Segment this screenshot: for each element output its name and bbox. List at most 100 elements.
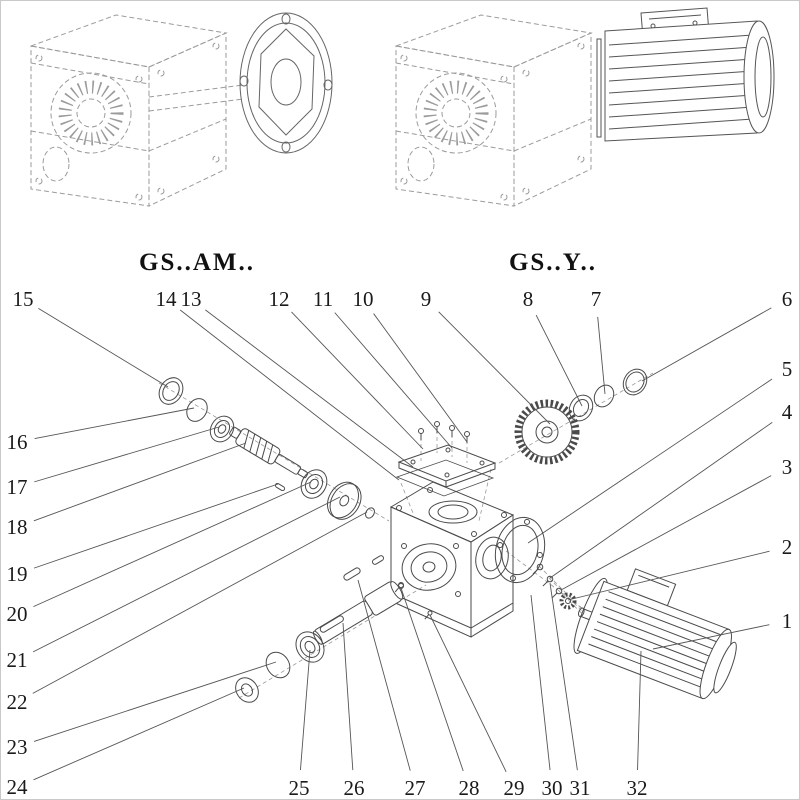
callout-number-14: 14 xyxy=(156,287,178,311)
variant-label-gs-y: GS..Y.. xyxy=(508,249,598,276)
callout-leader-8 xyxy=(535,314,583,407)
callout-number-30: 30 xyxy=(542,776,563,800)
callout-number-10: 10 xyxy=(353,287,374,311)
shaft-key xyxy=(343,567,361,581)
callout-leader-20 xyxy=(33,481,312,608)
callout-number-21: 21 xyxy=(7,648,28,672)
callout-number-3: 3 xyxy=(782,455,793,479)
callout-number-27: 27 xyxy=(405,776,426,800)
callout-leader-24 xyxy=(33,687,245,781)
exploded-assembly xyxy=(158,368,737,703)
callout-number-28: 28 xyxy=(459,776,480,800)
callout-leader-14 xyxy=(179,309,400,481)
key-pin xyxy=(274,482,286,492)
callout-number-19: 19 xyxy=(7,562,28,586)
shim-washer xyxy=(327,481,362,520)
input-boss-hatch xyxy=(423,80,489,146)
callout-number-1: 1 xyxy=(782,609,793,633)
callout-leader-26 xyxy=(342,622,354,771)
bearing-output xyxy=(295,631,325,663)
gearbox-drawing-gs-am xyxy=(29,12,333,207)
motor xyxy=(573,568,737,700)
cover-screws xyxy=(418,421,470,443)
motor-bolts xyxy=(532,563,563,599)
bearing-gear xyxy=(568,394,594,422)
cover-gasket xyxy=(395,459,495,497)
callout-leader-7 xyxy=(597,316,606,395)
callout-number-32: 32 xyxy=(627,776,648,800)
circlip-output xyxy=(265,651,291,679)
callout-leader-9 xyxy=(438,311,551,425)
bearing-input-rear xyxy=(300,469,328,499)
callout-leader-28 xyxy=(400,587,464,772)
callout-number-29: 29 xyxy=(504,776,525,800)
callout-number-22: 22 xyxy=(7,690,28,714)
circlip-gear xyxy=(593,384,615,408)
mounting-flange xyxy=(239,12,333,154)
motor-pinion xyxy=(559,592,577,610)
housing-screw-a xyxy=(394,582,404,593)
callout-leader-21 xyxy=(32,496,341,653)
callout-leader-17 xyxy=(34,426,220,483)
callout-number-24: 24 xyxy=(7,775,29,799)
callout-number-8: 8 xyxy=(523,287,534,311)
callout-number-7: 7 xyxy=(591,287,602,311)
washer-output xyxy=(235,677,259,703)
callout-number-17: 17 xyxy=(7,475,28,499)
callout-leader-2 xyxy=(567,550,770,601)
callout-leader-31 xyxy=(549,582,578,771)
callout-number-16: 16 xyxy=(7,430,28,454)
callout-number-5: 5 xyxy=(782,357,793,381)
callout-number-26: 26 xyxy=(344,776,365,800)
callout-number-18: 18 xyxy=(7,515,28,539)
callout-number-2: 2 xyxy=(782,535,793,559)
variant-label-gs-am: GS..AM.. xyxy=(139,249,255,276)
callout-number-20: 20 xyxy=(7,602,28,626)
callout-leader-1 xyxy=(652,624,770,650)
worm-shaft xyxy=(229,426,309,479)
callout-leader-5 xyxy=(527,378,773,544)
callout-leader-18 xyxy=(33,442,247,522)
housing-screw-b xyxy=(424,610,433,620)
output-shaft xyxy=(312,581,404,645)
callout-number-12: 12 xyxy=(269,287,290,311)
inspection-cover xyxy=(397,444,497,488)
callout-leader-12 xyxy=(291,311,424,450)
callout-leader-27 xyxy=(357,579,411,771)
callout-leader-32 xyxy=(637,650,642,771)
callout-number-23: 23 xyxy=(7,735,28,759)
motor-drawing xyxy=(596,7,775,142)
retaining-ring-input xyxy=(186,398,208,422)
callout-leader-15 xyxy=(38,307,169,388)
callout-number-13: 13 xyxy=(181,287,202,311)
input-boss-hatch xyxy=(58,80,124,146)
callout-leader-23 xyxy=(33,661,277,742)
callout-number-6: 6 xyxy=(782,287,793,311)
callout-number-9: 9 xyxy=(421,287,432,311)
shaft-key-small xyxy=(371,555,385,565)
bearing-input-front xyxy=(209,415,235,443)
callout-leader-11 xyxy=(334,312,453,449)
callout-leader-4 xyxy=(549,421,773,579)
small-ring xyxy=(365,507,375,519)
callout-leader-16 xyxy=(34,407,195,440)
callout-leader-29 xyxy=(429,614,507,773)
gearbox-housing xyxy=(389,481,515,638)
callout-number-11: 11 xyxy=(313,287,333,311)
oil-seal-input xyxy=(158,377,184,405)
callout-leader-30 xyxy=(530,594,551,771)
callout-leader-6 xyxy=(641,307,772,382)
callout-leader-19 xyxy=(33,483,279,569)
worm-gear-wheel xyxy=(514,399,580,465)
gearbox-drawing-gs-y xyxy=(394,7,775,207)
callout-number-31: 31 xyxy=(570,776,591,800)
seal-ring-gear xyxy=(622,368,648,396)
callout-number-25: 25 xyxy=(289,776,310,800)
callout-leader-3 xyxy=(560,475,772,591)
callout-leader-10 xyxy=(373,313,468,443)
callout-leader-13 xyxy=(205,309,414,468)
output-cover-ring xyxy=(494,516,546,584)
callout-number-4: 4 xyxy=(782,400,793,424)
